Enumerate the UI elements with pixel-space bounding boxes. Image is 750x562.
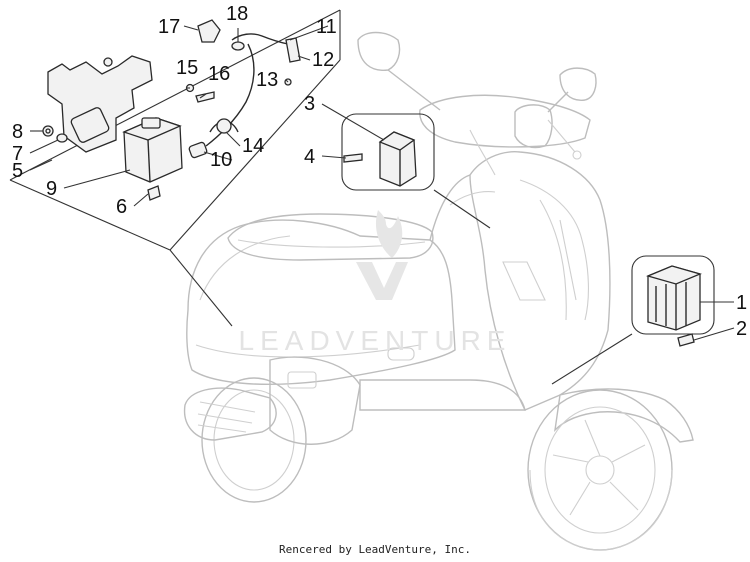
callout-numbers: 1 2 3 4 5 6 7 8 9 10 11 12 13 14 15 16 1… <box>12 3 747 340</box>
callout-8[interactable]: 8 <box>12 121 23 143</box>
watermark-text: LEADVENTURE <box>239 325 512 356</box>
detail-box-relay <box>341 113 491 229</box>
callout-18[interactable]: 18 <box>226 3 248 25</box>
control-unit <box>122 117 183 183</box>
callout-9[interactable]: 9 <box>46 178 57 200</box>
callout-12[interactable]: 12 <box>312 49 334 71</box>
callout-17[interactable]: 17 <box>158 16 180 38</box>
callout-5[interactable]: 5 <box>12 160 23 182</box>
callout-14[interactable]: 14 <box>242 135 264 157</box>
callout-3[interactable]: 3 <box>304 93 315 115</box>
detail-box-regulator <box>551 255 715 385</box>
mounting-bracket <box>47 55 153 153</box>
scooter-outline <box>183 31 694 551</box>
leadventure-watermark: LEADVENTURE <box>239 210 512 356</box>
callout-leaders <box>29 25 735 341</box>
callout-7[interactable]: 7 <box>12 143 23 165</box>
callout-10[interactable]: 10 <box>210 149 232 171</box>
callout-1[interactable]: 1 <box>736 292 747 314</box>
clip-part <box>197 19 221 43</box>
ignition-lead <box>188 33 301 159</box>
detail-box-electrical <box>9 9 341 327</box>
callout-15[interactable]: 15 <box>176 57 198 79</box>
callout-4[interactable]: 4 <box>304 146 315 168</box>
callout-16[interactable]: 16 <box>208 63 230 85</box>
callout-2[interactable]: 2 <box>736 318 747 340</box>
footer-credit: Rencered by LeadVenture, Inc. <box>278 543 472 556</box>
callout-11[interactable]: 11 <box>316 16 337 38</box>
fasteners-left <box>42 78 292 201</box>
callout-13[interactable]: 13 <box>256 69 278 91</box>
callout-6[interactable]: 6 <box>116 196 127 218</box>
